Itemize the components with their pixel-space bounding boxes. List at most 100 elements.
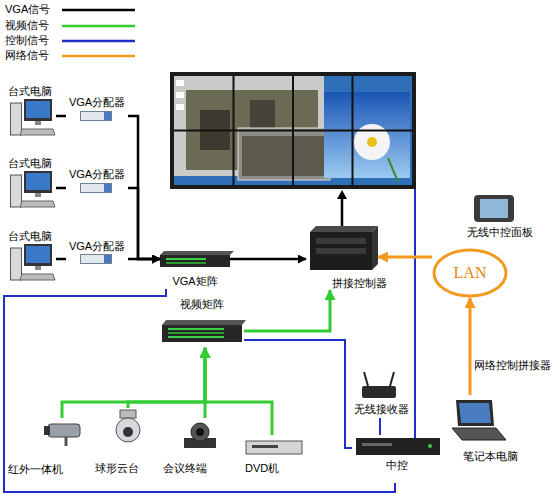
node-label: 台式电脑 bbox=[8, 85, 52, 98]
conference-camera bbox=[191, 423, 209, 441]
node-label: 球形云台 bbox=[95, 462, 139, 475]
vga-matrix-body bbox=[160, 255, 230, 267]
wall-seam bbox=[174, 130, 412, 132]
vga-splitter: VGA分配器 bbox=[66, 96, 128, 124]
wall-feed-line bbox=[341, 198, 344, 226]
lan-ellipse: LAN bbox=[432, 248, 508, 298]
ir-camera: 红外一体机 bbox=[8, 418, 82, 478]
desktop-pc: 台式电脑 bbox=[4, 230, 56, 282]
splitter-icon bbox=[81, 255, 112, 264]
legend-line bbox=[62, 55, 135, 58]
conference-lens bbox=[196, 428, 204, 436]
control-panel bbox=[362, 443, 392, 446]
central-control: 中控 bbox=[352, 435, 442, 483]
vga-matrix: VGA矩阵 bbox=[160, 247, 230, 289]
legend-text: 网络信号 bbox=[5, 49, 49, 62]
laptop-screen bbox=[459, 403, 491, 423]
receiver-antenna bbox=[364, 372, 368, 386]
panel-screen bbox=[480, 199, 508, 218]
legend-line bbox=[62, 40, 135, 43]
ir-camera-body bbox=[48, 424, 80, 437]
receiver-antenna bbox=[390, 372, 394, 386]
signal-line bbox=[56, 258, 66, 261]
controller-panel bbox=[316, 248, 366, 254]
wireless-receiver: 无线接收器 bbox=[348, 370, 414, 418]
wall-control-line bbox=[414, 189, 416, 438]
video-matrix-leds bbox=[168, 332, 224, 334]
wall-desktop bbox=[174, 76, 412, 185]
dvd-tray bbox=[252, 445, 278, 448]
controller-panel bbox=[316, 238, 366, 244]
node-label: VGA分配器 bbox=[69, 168, 125, 181]
signal-line bbox=[204, 348, 207, 418]
wall-sky bbox=[324, 92, 410, 178]
daisy-stem bbox=[388, 158, 398, 182]
desktop-pc-icon bbox=[11, 99, 56, 135]
video-matrix-leds bbox=[168, 328, 224, 330]
node-label: 台式电脑 bbox=[8, 157, 52, 170]
node-label: VGA分配器 bbox=[69, 96, 125, 109]
legend-text: 控制信号 bbox=[5, 34, 49, 47]
node-label: 台式电脑 bbox=[8, 230, 52, 243]
controller-body bbox=[310, 232, 372, 270]
laptop-lid bbox=[456, 400, 494, 426]
conference-terminal: 会议终端 bbox=[160, 418, 222, 476]
signal-line bbox=[128, 258, 160, 261]
wall-image bbox=[242, 136, 326, 176]
legend-text: VGA信号 bbox=[5, 3, 50, 16]
signal-line bbox=[205, 348, 272, 435]
signal-line bbox=[56, 187, 66, 190]
signal-line bbox=[128, 348, 205, 408]
video-matrix: 视频矩阵 bbox=[160, 298, 244, 348]
video-matrix-top bbox=[162, 320, 246, 325]
dome-lens bbox=[123, 427, 133, 437]
vga-splitter: VGA分配器 bbox=[66, 168, 128, 196]
control-led bbox=[428, 444, 432, 448]
controller-side bbox=[372, 226, 378, 270]
desktop-pc: 台式电脑 bbox=[4, 85, 56, 137]
ir-camera-lens bbox=[44, 426, 50, 435]
node-label: LAN bbox=[454, 264, 487, 282]
wall-window bbox=[238, 128, 330, 180]
node-label: 拼接控制器 bbox=[332, 277, 387, 290]
splice-controller: 拼接控制器 bbox=[306, 222, 378, 290]
desktop-pc-icon bbox=[11, 244, 56, 280]
signal-line bbox=[230, 258, 306, 261]
legend-text: 视频信号 bbox=[5, 19, 49, 32]
laptop: 笔记本电脑 bbox=[445, 395, 535, 465]
vga-matrix-leds bbox=[166, 262, 206, 264]
desktop-icon bbox=[176, 80, 184, 86]
node-label: 无线接收器 bbox=[354, 403, 409, 416]
node-label: 红外一体机 bbox=[8, 463, 63, 476]
video-matrix-leds bbox=[168, 336, 224, 338]
node-label: 中控 bbox=[386, 459, 408, 472]
signal-line bbox=[244, 340, 352, 448]
dome-camera: 球形云台 bbox=[92, 408, 152, 476]
wireless-panel: 无线中控面板 bbox=[455, 192, 545, 240]
signal-line bbox=[244, 290, 330, 331]
dvd-player: DVD机 bbox=[240, 435, 306, 477]
controller-top bbox=[310, 226, 378, 232]
splitter-icon bbox=[81, 184, 112, 193]
laptop-base bbox=[452, 428, 506, 440]
signal-line bbox=[62, 348, 205, 418]
node-label: VGA分配器 bbox=[69, 240, 125, 253]
node-label: 笔记本电脑 bbox=[463, 450, 518, 463]
edge-label: 网络控制拼接器 bbox=[474, 359, 551, 372]
dome-mount bbox=[120, 410, 136, 418]
legend-line bbox=[62, 9, 135, 12]
vga-matrix-leds bbox=[166, 258, 206, 260]
node-label: DVD机 bbox=[245, 462, 279, 475]
lan-ellipse-shape bbox=[434, 250, 506, 296]
node-label: VGA矩阵 bbox=[172, 275, 217, 288]
desktop-icon bbox=[176, 92, 184, 98]
signal-line bbox=[128, 188, 160, 259]
signal-line bbox=[379, 418, 381, 435]
node-label: 无线中控面板 bbox=[467, 226, 533, 239]
dome-body bbox=[116, 418, 140, 442]
legend-line bbox=[62, 25, 135, 28]
signal-line bbox=[378, 256, 432, 259]
signal-line bbox=[128, 116, 160, 259]
